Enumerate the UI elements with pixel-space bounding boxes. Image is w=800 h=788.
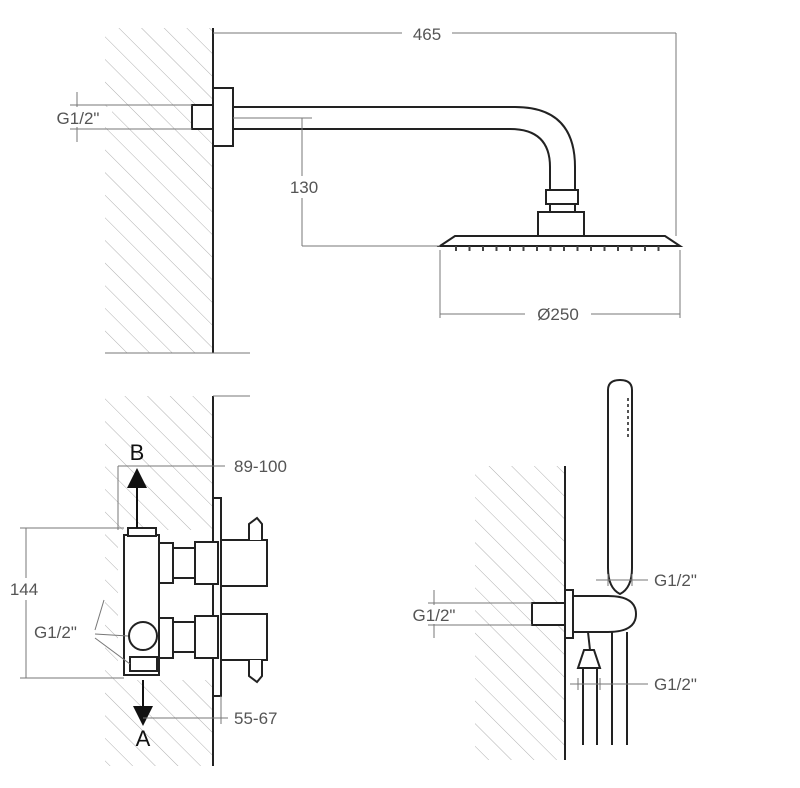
dim-55-67-label: 55-67	[234, 709, 277, 728]
lower-handle	[220, 613, 268, 661]
elbow-nipple	[531, 602, 566, 626]
cover-plate	[212, 497, 222, 697]
dim-g12-top-label: G1/2"	[57, 109, 100, 128]
dim-144-label: 144	[10, 580, 38, 599]
valve-view: B A 89-100 144 G1/2" 55-67	[2, 395, 287, 766]
head-connector	[537, 211, 585, 238]
arm-inner	[233, 128, 551, 190]
dim-250-label: Ø250	[537, 305, 579, 324]
upper-handle	[220, 539, 268, 587]
holder-bracket	[572, 595, 638, 633]
hose-bottom-g12-label: G1/2"	[654, 675, 697, 694]
handset	[607, 378, 633, 596]
elbow-flange	[564, 589, 574, 639]
arm-nut	[545, 189, 579, 205]
dim-89-100-label: 89-100	[234, 457, 287, 476]
wall-hatch-top	[105, 28, 213, 353]
elbow-g12-label: G1/2"	[413, 606, 456, 625]
hose-connector	[576, 631, 602, 669]
valve-inlet-port	[128, 621, 158, 651]
arm-outer	[233, 106, 576, 190]
head-nozzles	[455, 246, 660, 251]
valve-body	[123, 534, 160, 676]
valve-g12-label: G1/2"	[34, 623, 77, 642]
outlet-a-label: A	[136, 726, 151, 751]
hose-top-g12-label: G1/2"	[654, 571, 697, 590]
dim-130-label: 130	[290, 178, 318, 197]
wall-flange-top	[212, 87, 234, 147]
handshower-view: G1/2" G1/2" G1/2"	[400, 378, 697, 760]
dim-465-label: 465	[413, 25, 441, 44]
inlet-nipple-top	[191, 104, 214, 130]
shower-head	[436, 235, 684, 247]
outlet-b-label: B	[130, 440, 145, 465]
shower-arm-view: 465 G1/2" 130 Ø250	[44, 22, 684, 354]
